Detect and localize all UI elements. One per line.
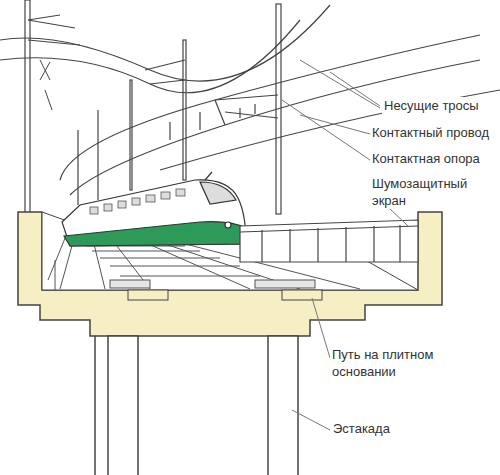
catenary-pole — [77, 130, 78, 205]
part-label: Путь на плитном основании — [330, 346, 452, 380]
cantilever — [145, 60, 185, 84]
train — [62, 172, 246, 246]
cantilever — [28, 15, 60, 20]
catenary-pole — [130, 80, 132, 190]
part-label: Шумозащитный экран — [370, 175, 486, 209]
slab-track — [128, 290, 322, 300]
noise-barrier — [240, 220, 418, 262]
cantilever — [215, 95, 278, 125]
catenary-pole — [25, 0, 30, 214]
part-label: Контактный провод — [370, 124, 491, 141]
droppers — [170, 104, 255, 140]
cantilever — [28, 20, 80, 45]
messenger-wire — [0, 5, 330, 81]
part-label: Контактная опора — [370, 150, 482, 167]
pier — [95, 336, 298, 475]
insulator — [40, 60, 52, 110]
catenary-pole — [97, 110, 98, 200]
part-label: Эстакада — [331, 420, 392, 437]
feeder-wire — [160, 90, 500, 170]
contact-wire — [0, 20, 300, 93]
part-label: Несущие тросы — [382, 97, 481, 114]
catenary — [0, 0, 500, 214]
